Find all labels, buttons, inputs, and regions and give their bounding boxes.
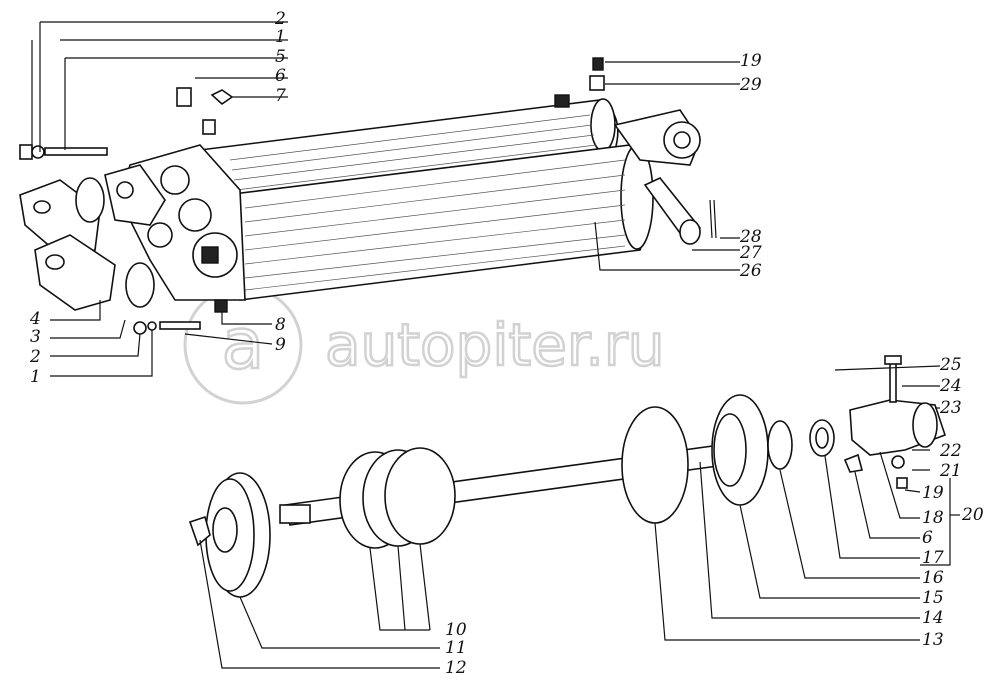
callout-23: 23 [939,398,962,418]
lower-clevis [843,355,947,489]
callout-27: 27 [739,243,762,263]
callout-26: 26 [739,261,762,281]
callout-10: 10 [445,620,467,640]
piston-pin [643,177,717,245]
callout-14: 14 [922,608,944,628]
callout-17: 17 [922,548,944,568]
callout-1-top: 1 [275,27,286,47]
callout-15: 15 [922,588,944,608]
callout-29: 29 [739,75,762,95]
callout-2-left: 2 [29,347,41,367]
callout-16: 16 [922,568,944,588]
callout-20: 20 [961,505,984,525]
callout-19-top: 19 [740,51,762,71]
callout-3: 3 [30,327,41,347]
callout-7: 7 [275,86,286,106]
callout-5: 5 [275,47,286,67]
piston-head-left [188,472,271,598]
leader-lines [31,21,960,669]
callout-24: 24 [939,376,962,396]
callout-2-top: 2 [274,9,286,29]
front-cylinder-body [219,144,654,301]
callout-9: 9 [275,335,286,355]
watermark-text: autopiter.ru [325,311,664,379]
callout-18: 18 [922,508,944,528]
piston-rings [339,447,456,549]
upper-hardware [19,57,605,335]
watermark-logo-letter: a [222,303,265,385]
callout-labels: 2 1 5 6 7 19 29 28 27 26 4 3 2 1 8 9 10 … [29,9,984,678]
callout-11: 11 [445,638,467,658]
callout-28: 28 [739,227,762,247]
callout-4: 4 [29,309,41,329]
callout-21: 21 [939,461,962,481]
callout-25: 25 [939,355,962,375]
callout-6-top: 6 [275,66,286,86]
callout-13: 13 [922,630,944,650]
left-flange-parts [19,164,166,311]
watermark: a autopiter.ru [183,285,666,405]
callout-22: 22 [939,441,962,461]
callout-6-bottom: 6 [922,528,933,548]
piston-head-right [711,394,835,506]
callout-8: 8 [275,315,286,335]
callout-12: 12 [445,658,467,678]
callout-19-bottom: 19 [922,483,944,503]
callout-1-left: 1 [30,367,41,387]
seal-ring [621,406,689,524]
rod-clevis-end [554,94,701,166]
